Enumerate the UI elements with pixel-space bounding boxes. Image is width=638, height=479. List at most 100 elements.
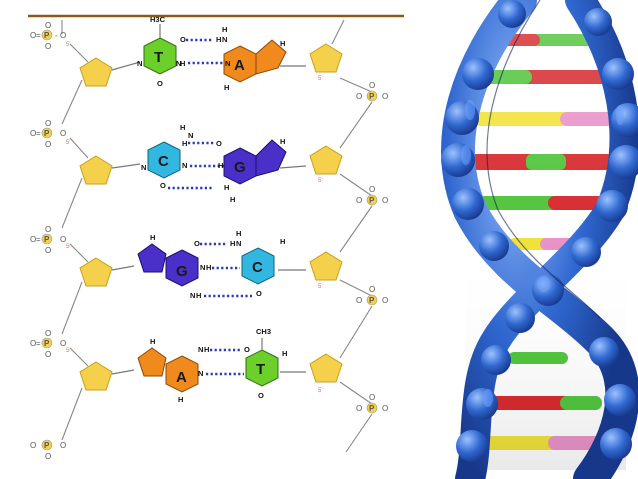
svg-text:=: = [36,339,41,348]
base-T [245,349,279,387]
phosphate-group-right: P O O O P O O O P O O O P O O O [356,81,388,414]
base-C [241,247,275,285]
svg-text:O: O [60,31,66,40]
svg-text:N: N [190,291,195,300]
left-backbone-strand [61,20,89,441]
svg-text:H: H [180,59,185,68]
svg-text:O: O [382,196,388,205]
svg-text:N: N [198,369,203,378]
svg-text:H: H [236,229,241,238]
svg-text:H: H [218,161,223,170]
svg-text:O: O [369,81,375,90]
svg-text:N: N [182,161,187,170]
base-pair-row-3: O = P O O O 5' G H O N H N H H N [30,225,343,300]
svg-text:O: O [356,404,362,413]
svg-text:=: = [36,31,41,40]
svg-text:P: P [369,296,375,305]
svg-text:P: P [44,441,50,450]
sugar-left [79,155,113,185]
svg-text:N: N [137,59,142,68]
svg-text:O: O [382,296,388,305]
sugar-right [309,353,343,383]
svg-text:H: H [216,35,221,44]
base-G-ring5 [255,139,287,177]
svg-text:H: H [230,195,235,204]
svg-text:O: O [30,235,36,244]
svg-text:C: C [158,153,169,170]
svg-text:O: O [30,441,36,450]
svg-text:O: O [30,339,36,348]
sugar-left [79,257,113,287]
svg-text:H: H [182,139,187,148]
helix-backbone-beads [441,0,638,462]
svg-text:T: T [256,361,265,378]
base-A-ring5 [255,39,287,75]
phosphate-group: P O O O [30,439,66,461]
svg-text:H: H [150,233,155,242]
sugar-right [309,251,343,281]
svg-text:H: H [180,123,185,132]
sugar-left [79,57,113,87]
svg-text:H: H [204,345,209,354]
svg-text:O: O [60,235,66,244]
svg-text:O: O [244,345,250,354]
svg-text:5': 5' [66,140,70,146]
base-pair-row-2: O = P O O O 5' C H N H N O N G [30,119,343,204]
svg-text:N: N [236,239,241,248]
svg-text:O: O [382,92,388,101]
svg-text:H3C: H3C [150,15,166,24]
svg-text:H: H [224,183,229,192]
svg-text:5': 5' [318,388,322,394]
svg-text:P: P [369,92,375,101]
helix-contour [486,0,601,319]
svg-text:O: O [45,21,51,30]
svg-text:O: O [216,139,222,148]
svg-text:5': 5' [66,42,70,48]
phosphate-group: O = P - O O O [30,21,66,51]
svg-text:P: P [369,196,375,205]
svg-text:O: O [30,129,36,138]
svg-text:H: H [178,395,183,404]
phosphate-group: O = P O O O [30,119,66,149]
svg-text:O: O [180,35,186,44]
svg-text:P: P [44,235,50,244]
svg-text:O: O [45,119,51,128]
svg-text:O: O [45,246,51,255]
svg-text:O: O [30,31,36,40]
svg-text:N: N [188,131,193,140]
svg-text:T: T [154,49,163,66]
svg-text:P: P [44,31,50,40]
base-C [147,141,181,179]
svg-text:C: C [252,259,263,276]
svg-text:-: - [55,31,58,40]
svg-text:O: O [356,92,362,101]
double-helix-illustration [441,0,638,479]
svg-text:5': 5' [318,178,322,184]
phosphate-group: O = P O O O [30,225,66,255]
svg-text:P: P [369,404,375,413]
base-pair-row-4: O = P O O O 5' A H N H N H T CH3 [30,327,343,404]
base-A-ring5 [137,347,167,377]
svg-text:O: O [258,391,264,400]
svg-text:G: G [176,263,188,280]
svg-text:N: N [198,345,203,354]
svg-text:5': 5' [66,244,70,250]
svg-text:5': 5' [318,284,322,290]
svg-text:H: H [280,237,285,246]
svg-text:A: A [176,369,187,386]
svg-text:H: H [280,39,285,48]
svg-text:A: A [234,57,245,74]
svg-text:N: N [176,59,181,68]
svg-text:O: O [45,42,51,51]
svg-text:P: P [44,129,50,138]
sugar-left [79,361,113,391]
svg-text:O: O [356,196,362,205]
svg-text:O: O [45,329,51,338]
svg-text:O: O [382,404,388,413]
svg-text:O: O [157,79,163,88]
svg-text:N: N [222,35,227,44]
svg-text:H: H [150,337,155,346]
svg-text:O: O [45,140,51,149]
base-pair-schematic: O = P - O O O 5' T H3C O N H O N H [30,15,388,461]
svg-text:G: G [234,159,246,176]
